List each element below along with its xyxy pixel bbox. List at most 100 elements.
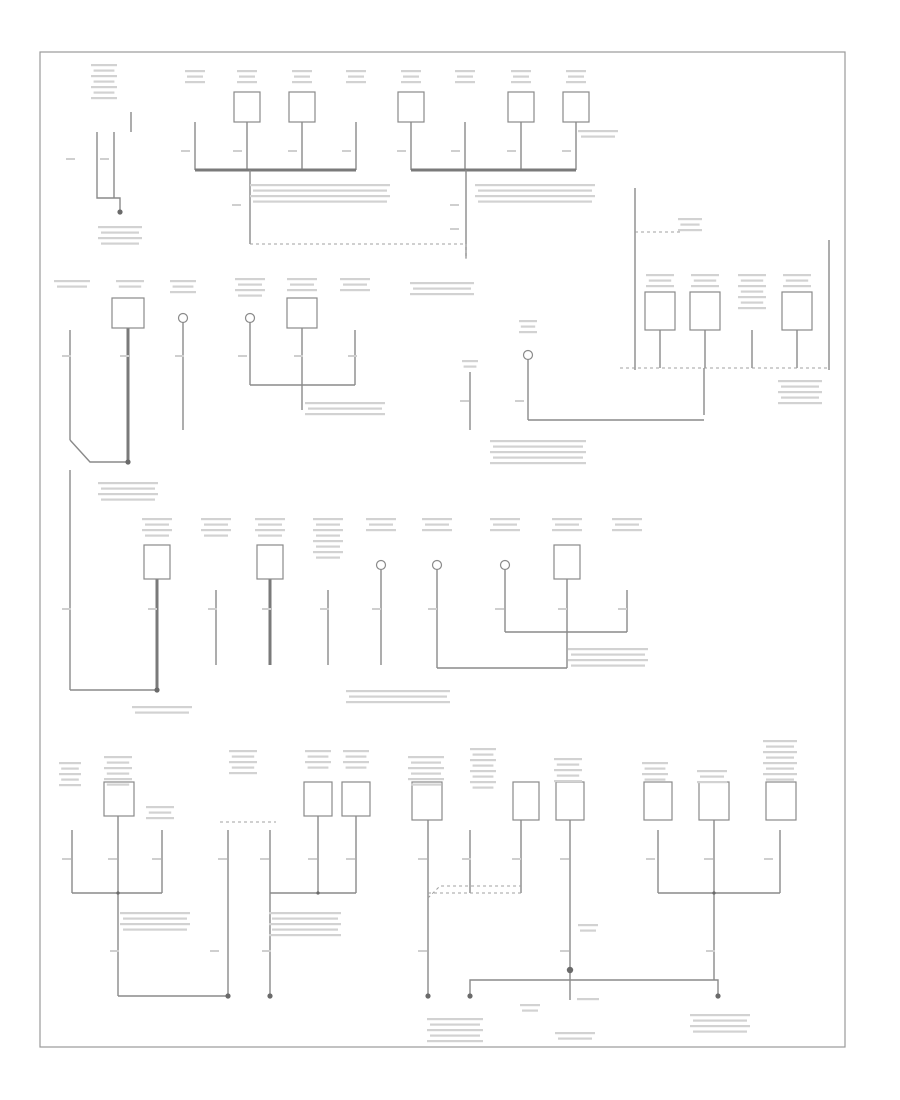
unreadable-label-line <box>410 293 474 296</box>
unreadable-label-line <box>229 750 257 753</box>
unreadable-label-line <box>693 1019 747 1022</box>
unreadable-label-line <box>408 767 444 770</box>
unreadable-wire-code <box>397 150 406 152</box>
unreadable-wire-code <box>288 150 297 152</box>
unreadable-label-line <box>348 75 364 78</box>
connector-block <box>512 781 540 821</box>
unreadable-label-line <box>578 924 598 927</box>
unreadable-label-line <box>123 917 187 920</box>
unreadable-wire-code <box>152 858 161 860</box>
unreadable-label-line <box>490 529 520 532</box>
unreadable-label-line <box>427 1029 483 1032</box>
ground-node <box>467 993 473 999</box>
unreadable-label-line <box>411 761 441 764</box>
unreadable-label-line <box>250 184 390 187</box>
unreadable-wire-code <box>704 858 713 860</box>
unreadable-label-line <box>522 1009 538 1012</box>
unreadable-label-line <box>646 274 674 277</box>
lamp-symbol <box>522 349 534 361</box>
unreadable-label-line <box>785 279 809 282</box>
unreadable-label-line <box>231 755 255 758</box>
unreadable-label-line <box>294 75 310 78</box>
unreadable-label-line <box>678 218 702 221</box>
unreadable-label-line <box>778 380 822 383</box>
unreadable-label-line <box>145 523 169 526</box>
unreadable-label-line <box>422 529 452 532</box>
unreadable-label-line <box>366 518 396 521</box>
unreadable-label-line <box>430 1023 480 1026</box>
unreadable-wire-code <box>148 608 157 610</box>
unreadable-label-line <box>566 81 586 84</box>
unreadable-label-line <box>101 242 139 245</box>
unreadable-label-line <box>568 75 584 78</box>
unreadable-wire-code <box>512 858 521 860</box>
unreadable-wire-code <box>560 950 569 952</box>
unreadable-wire-code <box>210 950 219 952</box>
unreadable-label-line <box>740 290 764 293</box>
unreadable-label-line <box>305 761 331 764</box>
unreadable-wire-code <box>260 858 269 860</box>
unreadable-label-line <box>269 912 341 915</box>
connector-block <box>103 781 135 817</box>
unreadable-label-line <box>478 200 592 203</box>
lamp-symbol <box>177 312 189 324</box>
unreadable-label-line <box>738 307 766 310</box>
unreadable-wire-code <box>62 355 71 357</box>
unreadable-wire-code <box>764 858 773 860</box>
unreadable-label-line <box>422 518 452 521</box>
unreadable-label-line <box>237 70 257 73</box>
unreadable-label-line <box>408 756 444 759</box>
unreadable-label-line <box>239 75 255 78</box>
unreadable-label-line <box>349 695 447 698</box>
unreadable-label-line <box>555 1032 595 1035</box>
unreadable-label-line <box>316 545 340 548</box>
unreadable-label-line <box>738 296 766 299</box>
unreadable-label-line <box>470 770 496 773</box>
unreadable-label-line <box>519 320 537 323</box>
unreadable-label-line <box>783 274 811 277</box>
unreadable-label-line <box>691 285 719 288</box>
connector-block <box>562 91 590 123</box>
ground-node <box>715 993 721 999</box>
unreadable-label-line <box>766 767 794 770</box>
wire-segment <box>69 439 128 463</box>
unreadable-label-line <box>697 781 727 784</box>
unreadable-label-line <box>292 81 312 84</box>
unreadable-label-line <box>577 998 599 1001</box>
unreadable-wire-code <box>108 858 117 860</box>
unreadable-wire-code <box>308 858 317 860</box>
unreadable-wire-code <box>450 204 459 206</box>
unreadable-wire-code <box>560 858 569 860</box>
connector-block <box>555 781 585 821</box>
unreadable-labels <box>54 64 822 1043</box>
unreadable-label-line <box>470 748 496 751</box>
unreadable-label-line <box>305 750 331 753</box>
unreadable-label-line <box>343 750 369 753</box>
unreadable-wire-code <box>66 158 75 160</box>
unreadable-label-line <box>648 279 672 282</box>
unreadable-label-line <box>578 130 618 133</box>
unreadable-label-line <box>307 766 329 769</box>
lamp-symbol <box>431 559 443 571</box>
connector-block <box>698 781 730 821</box>
unreadable-label-line <box>204 523 228 526</box>
unreadable-label-line <box>316 556 340 559</box>
unreadable-label-line <box>120 923 190 926</box>
unreadable-label-line <box>693 1030 747 1033</box>
diagram-border <box>39 51 846 1048</box>
unreadable-label-line <box>403 75 419 78</box>
unreadable-label-line <box>185 81 205 84</box>
unreadable-label-line <box>493 445 583 448</box>
unreadable-wire-code <box>181 150 190 152</box>
unreadable-label-line <box>763 773 797 776</box>
unreadable-wire-code <box>238 355 247 357</box>
unreadable-label-line <box>59 762 81 765</box>
unreadable-label-line <box>91 75 117 78</box>
connector-block <box>288 91 316 123</box>
unreadable-label-line <box>700 775 724 778</box>
unreadable-label-line <box>457 75 473 78</box>
unreadable-wire-code <box>418 950 427 952</box>
unreadable-label-line <box>142 529 172 532</box>
unreadable-wire-code <box>175 355 184 357</box>
unreadable-label-line <box>316 534 340 537</box>
